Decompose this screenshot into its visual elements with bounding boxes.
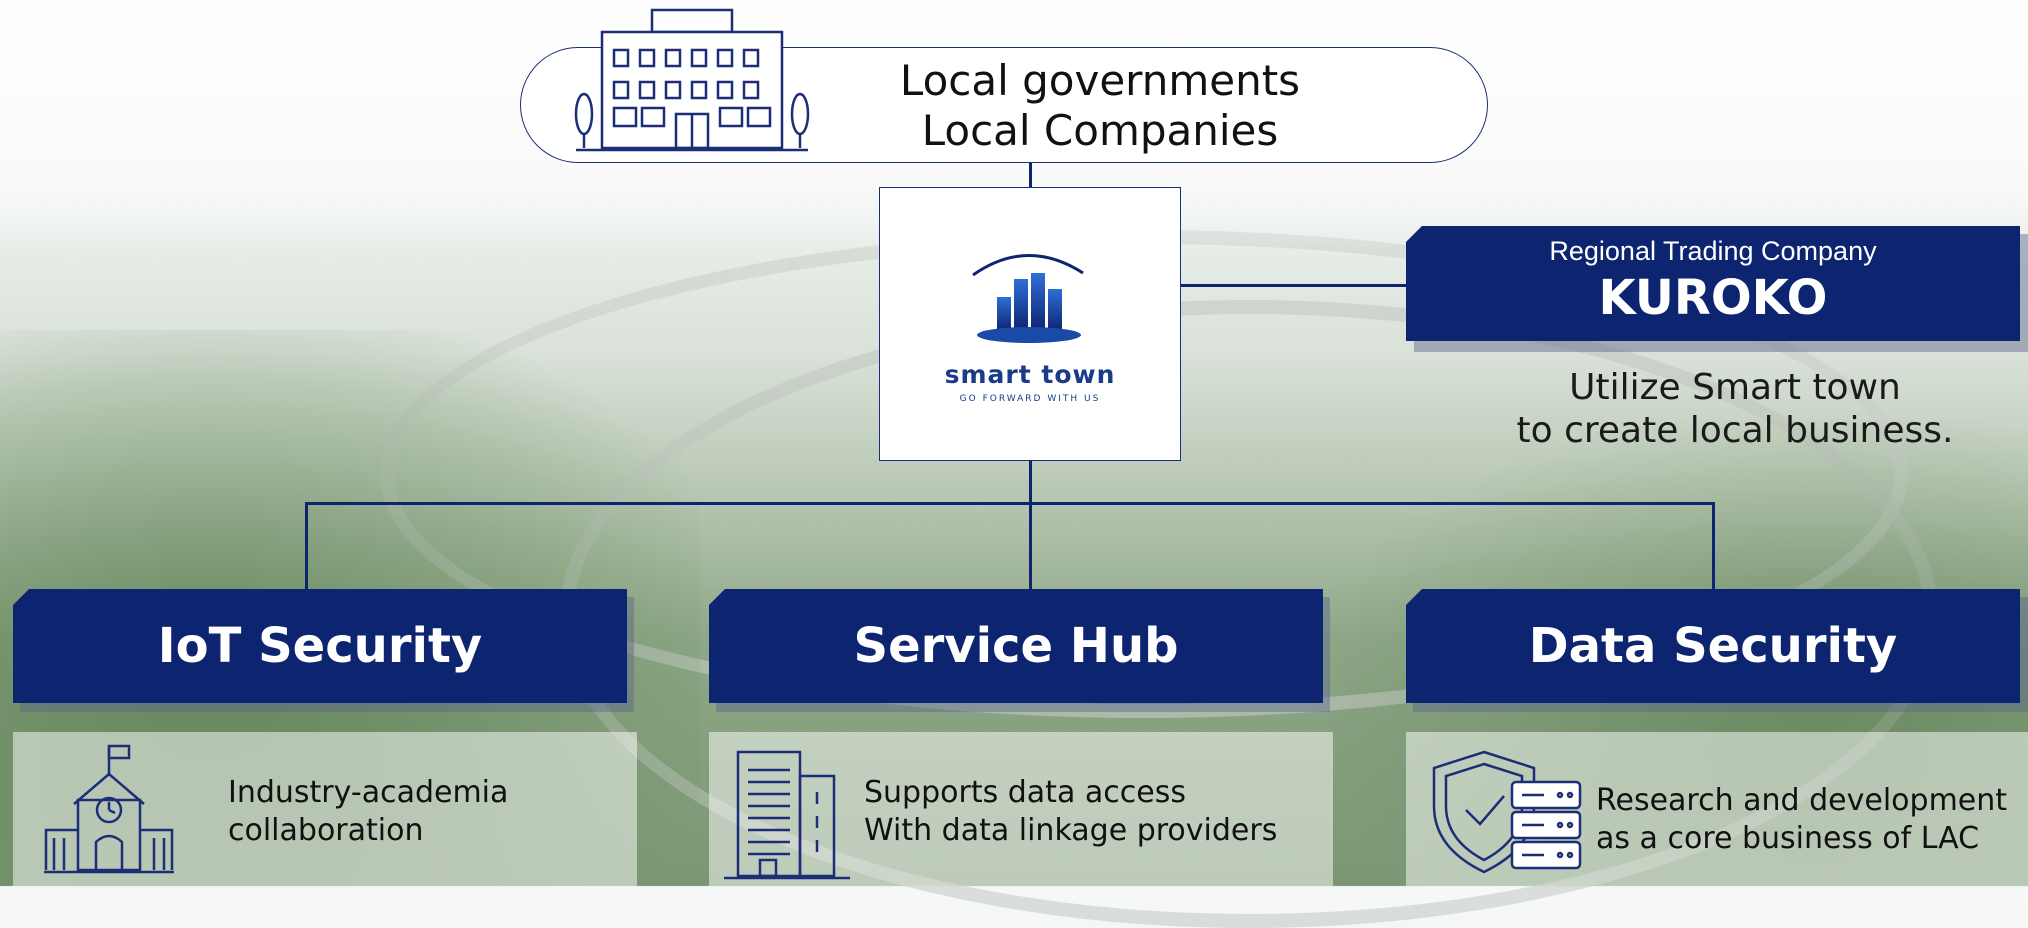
- iot-security-desc-line1: Industry-academia: [228, 775, 509, 810]
- kuroko-note-line1: Utilize Smart town: [1569, 367, 1901, 408]
- service-hub-title: Service Hub: [853, 618, 1179, 674]
- data-security-desc: Research and development as a core busin…: [1596, 782, 2007, 858]
- data-security-header: Data Security: [1406, 589, 2020, 703]
- data-security-desc-line1: Research and development: [1596, 783, 2008, 818]
- local-governments-label: Local governments: [899, 56, 1301, 105]
- iot-security-header: IoT Security: [13, 589, 627, 703]
- connector-logo-down: [1029, 461, 1032, 589]
- office-building-icon: [722, 748, 852, 886]
- connector-top-to-logo: [1029, 163, 1032, 187]
- kuroko-subtitle: Regional Trading Company: [1549, 236, 1877, 266]
- service-hub-desc: Supports data access With data linkage p…: [864, 774, 1277, 850]
- building-icon: [572, 8, 812, 160]
- smart-town-wordmark: smart town: [944, 360, 1116, 389]
- connector-horizontal-bus: [305, 502, 1715, 505]
- service-hub-desc-line1: Supports data access: [864, 775, 1186, 810]
- kuroko-note-line2: to create local business.: [1516, 410, 1954, 451]
- kuroko-note: Utilize Smart town to create local busin…: [1490, 366, 1980, 452]
- data-security-desc-line2: as a core business of LAC: [1596, 821, 1980, 856]
- iot-security-desc-line2: collaboration: [228, 813, 424, 848]
- connector-to-data-security: [1712, 502, 1715, 589]
- kuroko-box: Regional Trading Company KUROKO: [1406, 226, 2020, 341]
- service-hub-panel: [709, 732, 1333, 886]
- connector-logo-to-kuroko: [1181, 284, 1406, 287]
- service-hub-desc-line2: With data linkage providers: [864, 813, 1278, 848]
- local-entities-text: Local governments Local Companies: [880, 56, 1320, 156]
- school-icon: [44, 742, 174, 880]
- iot-security-desc: Industry-academia collaboration: [228, 774, 508, 850]
- data-security-panel: [1406, 732, 2028, 886]
- smart-town-tagline: GO FORWARD WITH US: [959, 394, 1101, 404]
- iot-security-title: IoT Security: [157, 618, 483, 674]
- smart-town-logo-icon: [965, 243, 1095, 352]
- shield-server-icon: [1424, 748, 1584, 882]
- connector-to-iot: [305, 502, 308, 589]
- kuroko-title: KUROKO: [1598, 270, 1828, 326]
- data-security-title: Data Security: [1528, 618, 1898, 674]
- local-companies-label: Local Companies: [921, 106, 1279, 155]
- smart-town-logo-box: smart town GO FORWARD WITH US: [879, 187, 1181, 461]
- service-hub-header: Service Hub: [709, 589, 1323, 703]
